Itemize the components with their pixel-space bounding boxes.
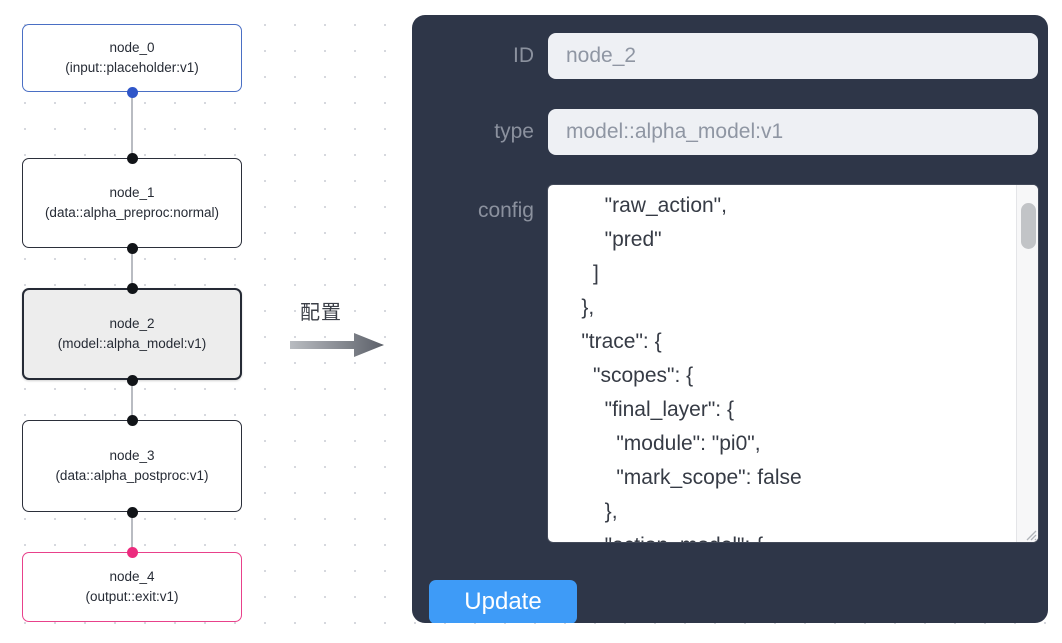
transition-caption: 配置 (300, 300, 342, 324)
node_4-input-port[interactable] (126, 546, 138, 558)
node_0-output-port[interactable] (126, 86, 138, 98)
type-field-label: type (494, 120, 534, 143)
graph-node-node_3[interactable]: node_3(data::alpha_postproc:v1) (22, 420, 242, 512)
edge-node0-node1[interactable] (131, 92, 133, 158)
config-field-row: config "raw_action", "pred" ] }, "trace"… (430, 185, 1038, 542)
edge-node2-node3[interactable] (131, 380, 133, 420)
config-textarea-wrap[interactable]: "raw_action", "pred" ] }, "trace": { "sc… (548, 185, 1038, 542)
transition-annotation: 配置 (288, 296, 398, 366)
node_3-output-port[interactable] (126, 506, 138, 518)
edge-node1-node2[interactable] (131, 248, 133, 288)
graph-node-type: (input::placeholder:v1) (65, 60, 199, 75)
graph-node-type: (output::exit:v1) (85, 589, 179, 604)
graph-node-label: node_1 (109, 185, 155, 200)
id-field-label: ID (513, 44, 534, 67)
node_3-input-port[interactable] (126, 414, 138, 426)
id-input[interactable] (548, 33, 1038, 79)
graph-node-label: node_0 (109, 40, 155, 55)
graph-node-node_2[interactable]: node_2(model::alpha_model:v1) (22, 288, 242, 380)
node_2-input-port[interactable] (126, 282, 138, 294)
right-arrow-icon (290, 333, 384, 357)
resize-grip-icon[interactable] (1021, 525, 1037, 541)
config-scrollbar-thumb[interactable] (1021, 203, 1036, 249)
config-textarea[interactable]: "raw_action", "pred" ] }, "trace": { "sc… (581, 194, 802, 542)
node-inspector-panel: ID type config "raw_action", "pred" ] },… (412, 15, 1048, 623)
update-button[interactable]: Update (429, 580, 577, 623)
graph-canvas[interactable]: node_0(input::placeholder:v1)node_1(data… (0, 0, 400, 643)
graph-node-type: (model::alpha_model:v1) (57, 336, 207, 351)
graph-node-node_1[interactable]: node_1(data::alpha_preproc:normal) (22, 158, 242, 248)
type-field-row: type (430, 109, 1038, 155)
graph-node-label: node_2 (109, 316, 155, 331)
graph-node-label: node_3 (109, 448, 155, 463)
graph-node-label: node_4 (109, 569, 155, 584)
config-field-label: config (477, 199, 534, 222)
graph-node-type: (data::alpha_preproc:normal) (44, 205, 220, 220)
id-field-row: ID (430, 33, 1038, 79)
config-scrollbar[interactable] (1016, 185, 1038, 542)
graph-node-node_4[interactable]: node_4(output::exit:v1) (22, 552, 242, 622)
node_1-input-port[interactable] (126, 152, 138, 164)
node_2-output-port[interactable] (126, 374, 138, 386)
graph-node-type: (data::alpha_postproc:v1) (55, 468, 209, 483)
graph-node-node_0[interactable]: node_0(input::placeholder:v1) (22, 24, 242, 92)
node_1-output-port[interactable] (126, 242, 138, 254)
type-input[interactable] (548, 109, 1038, 155)
edge-node3-node4[interactable] (131, 512, 133, 552)
